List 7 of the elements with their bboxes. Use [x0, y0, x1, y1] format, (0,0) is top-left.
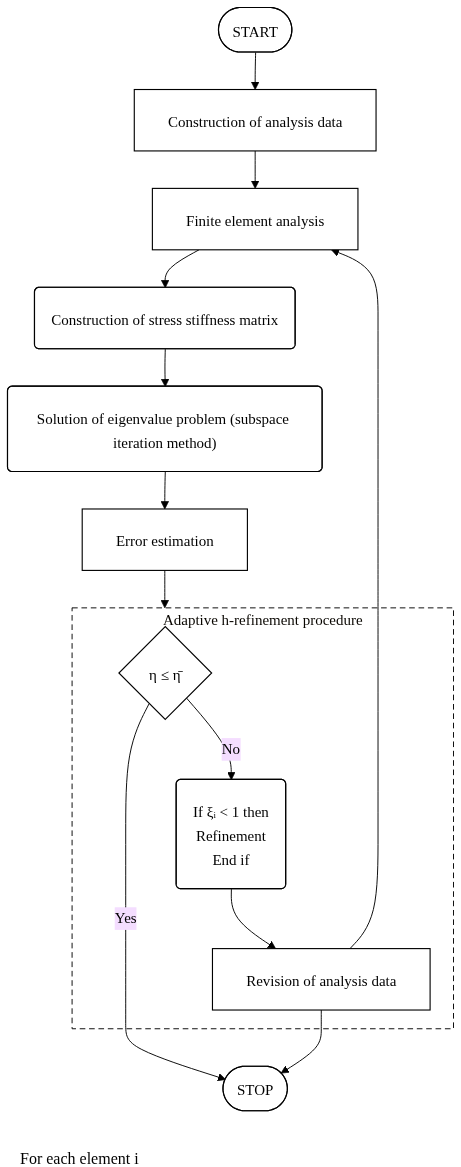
- edge-label: No: [221, 740, 241, 757]
- edge-label: Yes: [114, 910, 137, 927]
- note-text: For each element i: [20, 1150, 140, 1167]
- node-box: Revision of analysis data: [211, 948, 431, 1011]
- node-box: Construction of analysis data: [133, 88, 377, 152]
- node-box: Error estimation: [81, 508, 248, 571]
- node-box: Finite element analysis: [151, 187, 359, 251]
